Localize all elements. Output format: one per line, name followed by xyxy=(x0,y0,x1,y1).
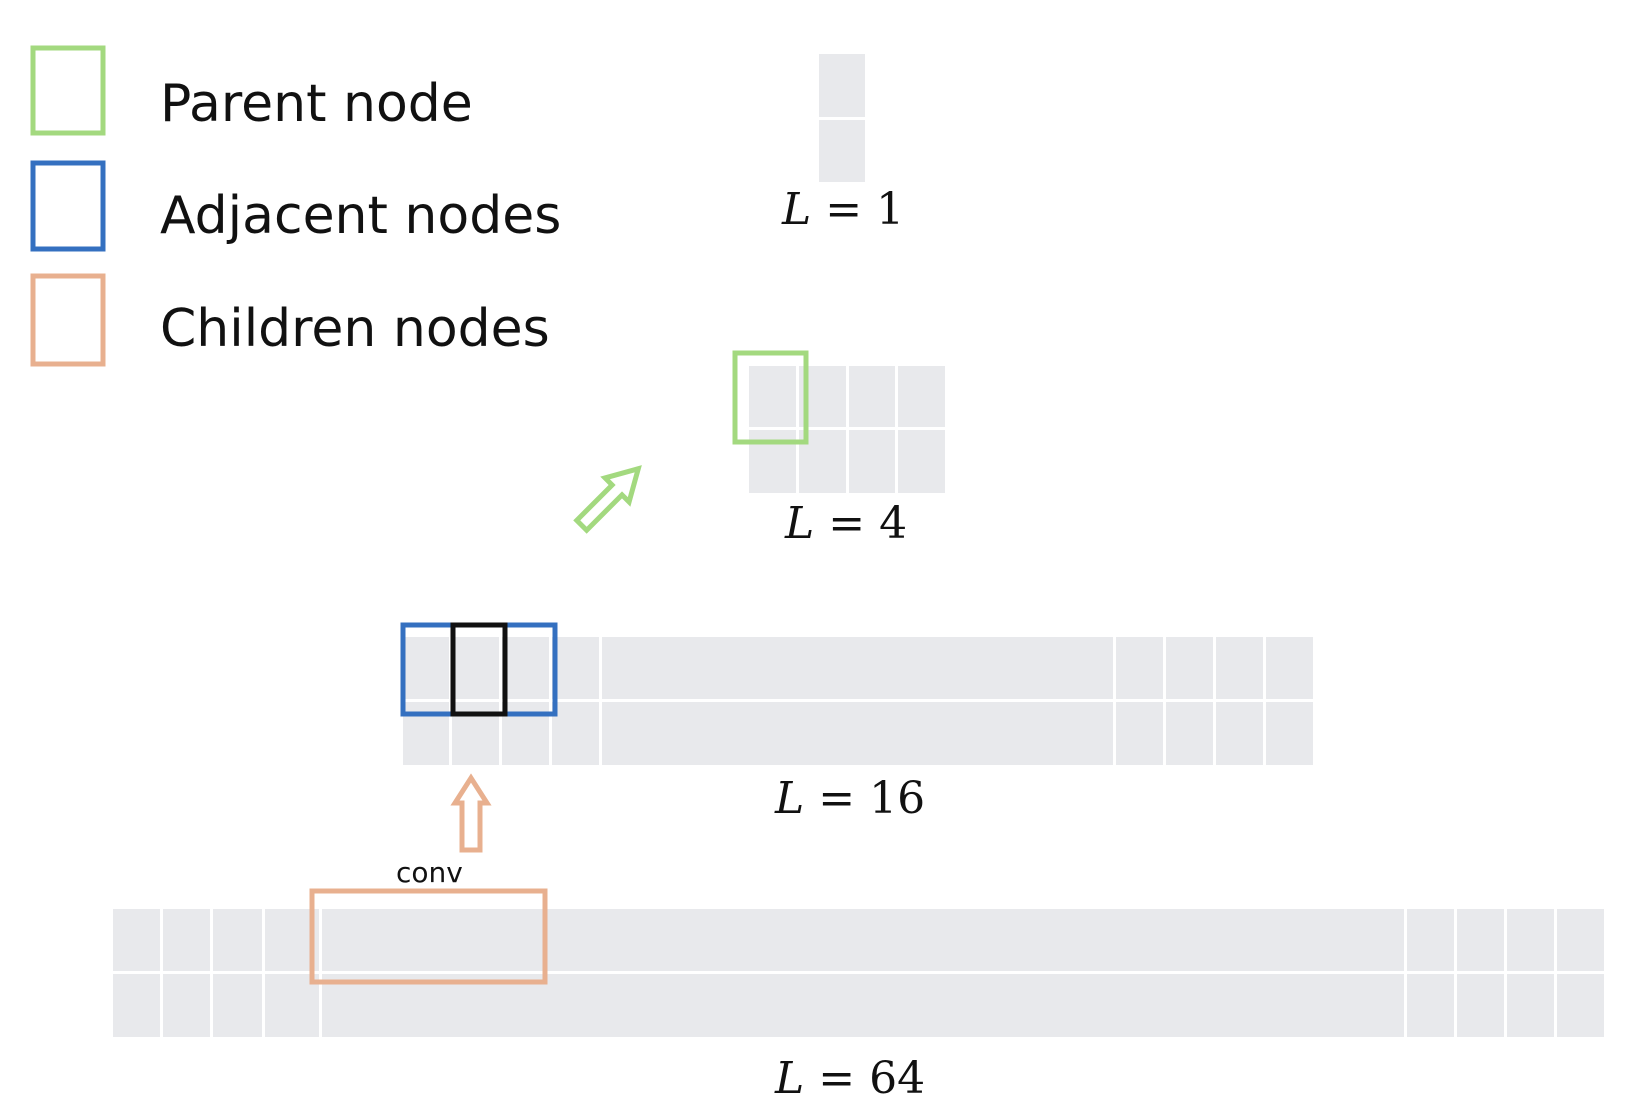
level-16-grid xyxy=(403,637,1313,765)
level-1-grid xyxy=(819,54,865,182)
conv-arrow-icon xyxy=(450,773,492,853)
legend-parent-label: Parent node xyxy=(160,74,473,134)
cell xyxy=(1557,909,1604,971)
cell xyxy=(113,909,160,971)
level-64-grid xyxy=(113,909,1604,1037)
cell xyxy=(898,430,945,493)
parent-arrow-icon xyxy=(573,465,642,534)
legend-adjacent-swatch xyxy=(30,160,106,252)
legend-children-label: Children nodes xyxy=(160,299,550,359)
cell xyxy=(1507,909,1554,971)
cell xyxy=(552,702,599,765)
cell xyxy=(819,120,865,182)
parent-node-highlight xyxy=(732,350,809,445)
cell xyxy=(113,974,160,1037)
level-4-label: L = 4 xyxy=(784,498,907,549)
level-value: = 4 xyxy=(828,498,907,549)
cell xyxy=(502,702,549,765)
level-4-grid xyxy=(749,366,945,493)
level-64-label: L = 64 xyxy=(774,1053,925,1104)
cell xyxy=(213,974,262,1037)
cell xyxy=(322,909,1404,971)
level-value: = 1 xyxy=(825,184,904,235)
cell xyxy=(602,702,1113,765)
children-nodes-highlight xyxy=(309,888,548,985)
cell xyxy=(749,430,796,493)
selected-node-highlight xyxy=(450,622,508,717)
cell xyxy=(1507,974,1554,1037)
cell xyxy=(452,702,499,765)
cell xyxy=(163,909,210,971)
cell xyxy=(1166,637,1213,699)
cell xyxy=(1166,702,1213,765)
cell xyxy=(1457,974,1504,1037)
level-16-label: L = 16 xyxy=(774,773,925,824)
cell xyxy=(1407,974,1454,1037)
cell xyxy=(213,909,262,971)
level-1-label: L = 1 xyxy=(781,184,904,235)
cell xyxy=(1557,974,1604,1037)
cell xyxy=(403,637,449,699)
legend-parent-swatch xyxy=(30,45,106,136)
cell xyxy=(749,366,796,427)
cell xyxy=(1216,637,1263,699)
cell xyxy=(1457,909,1504,971)
cell xyxy=(1116,637,1163,699)
cell xyxy=(849,430,895,493)
cell xyxy=(403,702,449,765)
legend-adjacent-label: Adjacent nodes xyxy=(160,186,561,246)
cell xyxy=(1216,702,1263,765)
cell xyxy=(502,637,549,699)
level-var: L xyxy=(781,184,811,235)
level-var: L xyxy=(774,773,804,824)
level-value: = 64 xyxy=(818,1053,925,1104)
cell xyxy=(1266,702,1313,765)
level-var: L xyxy=(774,1053,804,1104)
cell xyxy=(163,974,210,1037)
cell xyxy=(602,637,1113,699)
level-value: = 16 xyxy=(818,773,925,824)
cell xyxy=(849,366,895,427)
cell xyxy=(1407,909,1454,971)
legend-children-swatch xyxy=(30,273,106,367)
cell xyxy=(1266,637,1313,699)
cell xyxy=(452,637,499,699)
cell xyxy=(552,637,599,699)
cell xyxy=(1116,702,1163,765)
level-var: L xyxy=(784,498,814,549)
cell xyxy=(819,54,865,117)
cell xyxy=(898,366,945,427)
conv-label: conv xyxy=(396,856,463,889)
